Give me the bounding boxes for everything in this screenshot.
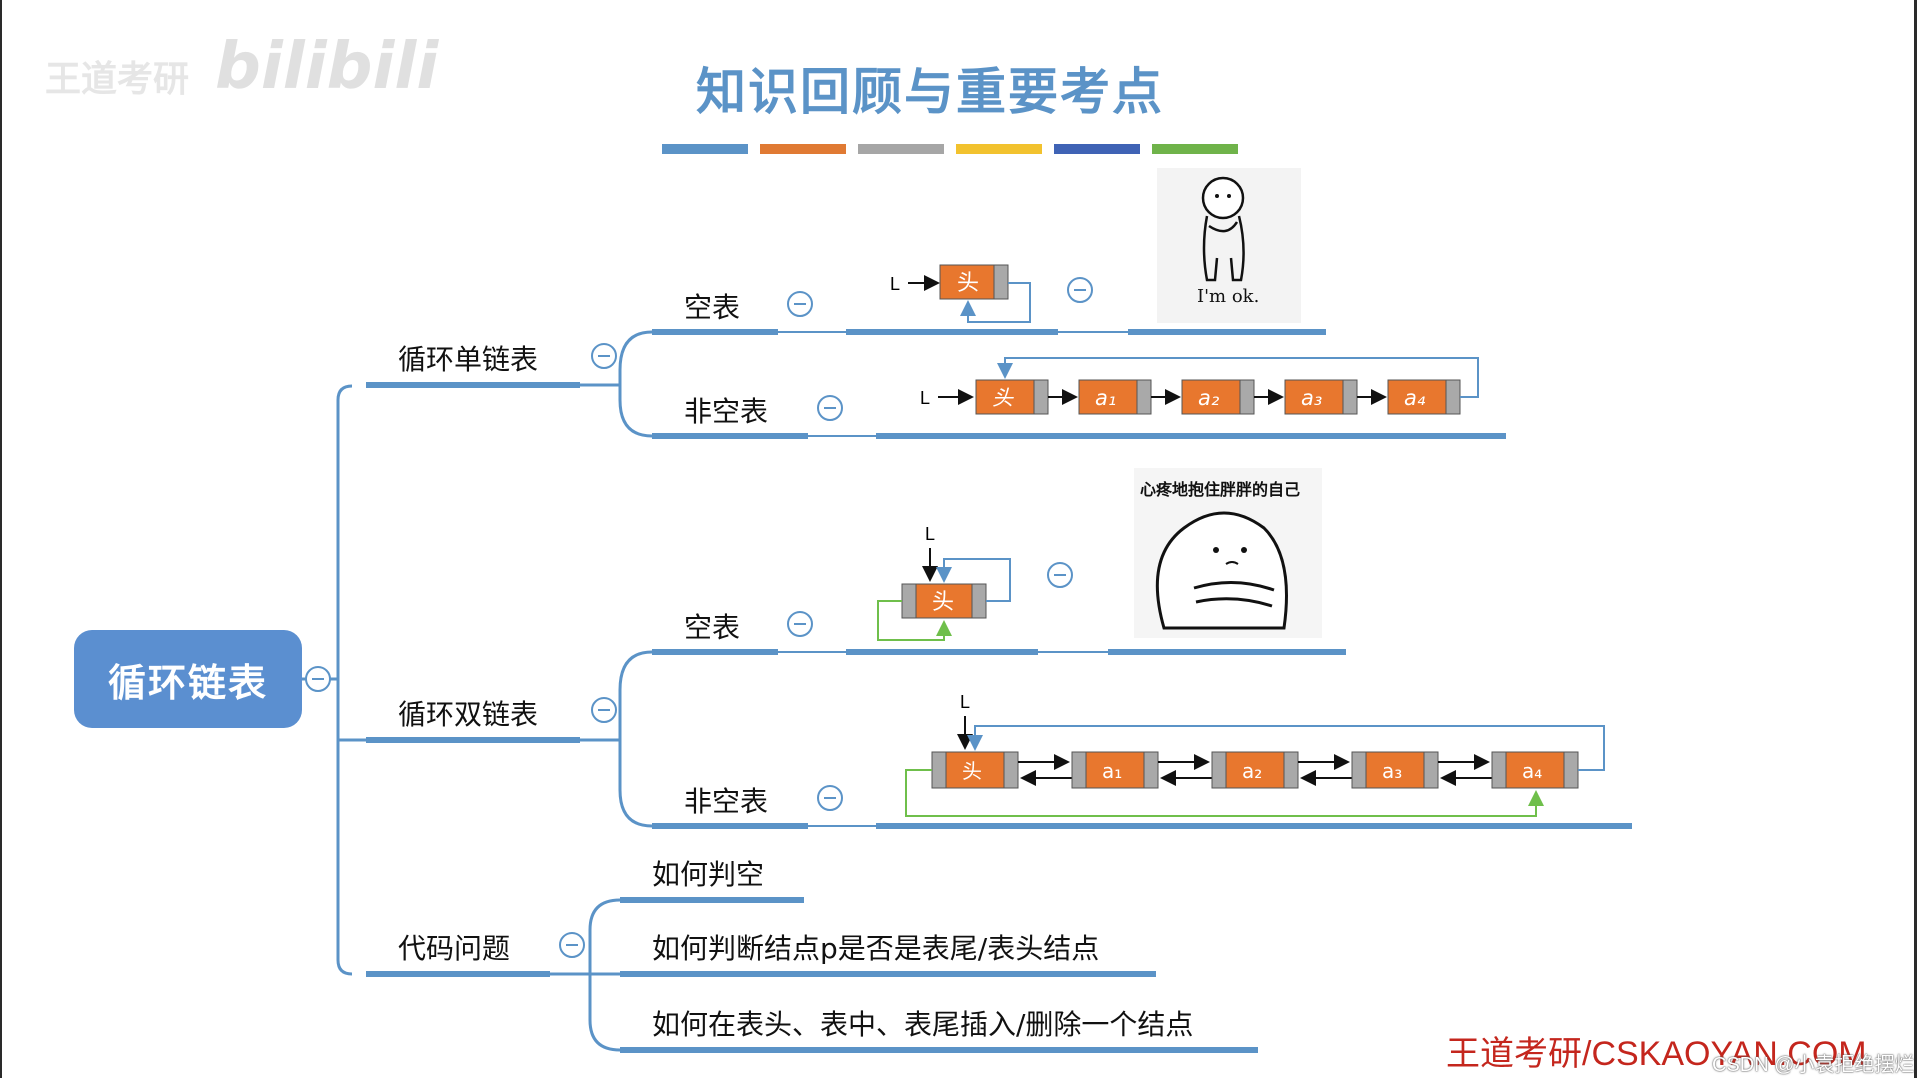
title-color-segment — [760, 144, 846, 154]
meme-ok-caption: I'm ok. — [1197, 286, 1260, 307]
list-node-label: a₁ — [1102, 759, 1122, 783]
list-node-label: a₃ — [1301, 386, 1322, 410]
list-node — [1225, 751, 1285, 789]
collapse-icon — [591, 697, 617, 723]
pointer-label: L — [890, 274, 900, 294]
list-node-next — [1563, 751, 1579, 789]
pointer-label: L — [920, 388, 930, 408]
list-node-prev — [1491, 751, 1507, 789]
branch-code-label[interactable]: 代码问题 — [398, 932, 511, 965]
list-node-label: 头 — [962, 759, 982, 783]
single-empty-diagram: L 头 — [890, 264, 1031, 323]
collapse-icon — [787, 611, 813, 637]
meme-hug-image: 心疼地抱住胖胖的自己 — [1134, 468, 1322, 638]
list-node — [1387, 379, 1447, 415]
code-item-1[interactable]: 如何判空 — [652, 858, 765, 891]
list-node-next — [1342, 379, 1358, 415]
list-node — [1085, 751, 1145, 789]
collapse-icon — [1047, 562, 1073, 588]
branch-single-label[interactable]: 循环单链表 — [398, 343, 539, 376]
single-nonempty-label[interactable]: 非空表 — [684, 395, 769, 428]
list-node — [1505, 751, 1565, 789]
collapse-icon — [787, 291, 813, 317]
page-title: 知识回顾与重要考点 — [696, 62, 1164, 121]
list-node-label: a₁ — [1095, 386, 1116, 410]
circular-prior-link — [905, 769, 1544, 817]
list-node — [1284, 379, 1344, 415]
csdn-watermark: CSDN @小袁拒绝摆烂 — [1712, 1054, 1915, 1076]
blob-hug-icon — [1155, 511, 1288, 630]
pointer-label: L — [960, 692, 970, 712]
collapse-icon — [559, 932, 585, 958]
bilibili-watermark: bilibili — [215, 30, 439, 104]
pointer-label: L — [925, 524, 935, 544]
brand-footer: 王道考研/CSKAOYAN.COM — [1446, 1035, 1867, 1073]
collapse-icon — [1067, 277, 1093, 303]
list-node-label: a₄ — [1522, 759, 1542, 783]
list-node-prev — [1351, 751, 1367, 789]
list-node-label: a₂ — [1198, 386, 1220, 410]
list-node-label: a₄ — [1404, 386, 1426, 410]
list-node — [975, 379, 1035, 415]
meme-hug-caption: 心疼地抱住胖胖的自己 — [1140, 480, 1301, 499]
title-color-segment — [956, 144, 1042, 154]
single-nonempty-diagram: L 头 a₁ a₂ a₃ a₄ — [920, 357, 1479, 415]
stick-figure-icon — [1201, 176, 1245, 282]
double-fork — [580, 650, 653, 828]
single-fork — [580, 330, 653, 438]
list-node-label: 头 — [992, 386, 1014, 410]
list-node-next — [1003, 751, 1019, 789]
code-item-2[interactable]: 如何判断结点p是否是表尾/表头结点 — [652, 932, 1100, 965]
head-node-label: 头 — [957, 271, 979, 296]
list-node-next — [1283, 751, 1299, 789]
head-node-label: 头 — [932, 590, 954, 615]
title-color-segment — [1054, 144, 1140, 154]
list-node-next — [1033, 379, 1049, 415]
trunk-line — [336, 384, 353, 976]
head-node — [915, 583, 973, 619]
head-node — [939, 264, 995, 300]
list-node-next — [1136, 379, 1152, 415]
list-node-label: a₂ — [1242, 759, 1262, 783]
meme-ok-image: I'm ok. — [1157, 168, 1301, 323]
list-node-label: a₃ — [1382, 759, 1402, 783]
list-node-next — [1423, 751, 1439, 789]
head-node-next — [993, 264, 1009, 300]
list-node-prev — [931, 751, 947, 789]
double-empty-diagram: L 头 — [877, 524, 1011, 641]
double-nonempty-diagram: L 头 a₁ a₂ a₃ a₄ — [905, 692, 1605, 817]
watermark-text: 王道考研 — [45, 59, 190, 100]
list-node — [1181, 379, 1241, 415]
collapse-icon — [591, 343, 617, 369]
collapse-icon — [817, 785, 843, 811]
single-empty-label[interactable]: 空表 — [684, 291, 741, 324]
circular-next-link — [967, 725, 1605, 771]
circular-link — [997, 357, 1479, 398]
list-node-next — [1445, 379, 1461, 415]
collapse-icon — [305, 666, 331, 692]
list-node-prev — [1071, 751, 1087, 789]
code-item-3[interactable]: 如何在表头、表中、表尾插入/删除一个结点 — [652, 1008, 1194, 1041]
double-nonempty-label[interactable]: 非空表 — [684, 785, 769, 818]
list-node-next — [1143, 751, 1159, 789]
list-node-next — [1239, 379, 1255, 415]
title-color-bar — [662, 144, 1238, 154]
root-node[interactable]: 循环链表 — [74, 630, 302, 728]
list-node-prev — [1211, 751, 1227, 789]
title-color-segment — [1152, 144, 1238, 154]
title-color-segment — [662, 144, 748, 154]
branch-double-label[interactable]: 循环双链表 — [398, 698, 539, 731]
collapse-icon — [817, 395, 843, 421]
title-color-segment — [858, 144, 944, 154]
double-empty-label[interactable]: 空表 — [684, 611, 741, 644]
